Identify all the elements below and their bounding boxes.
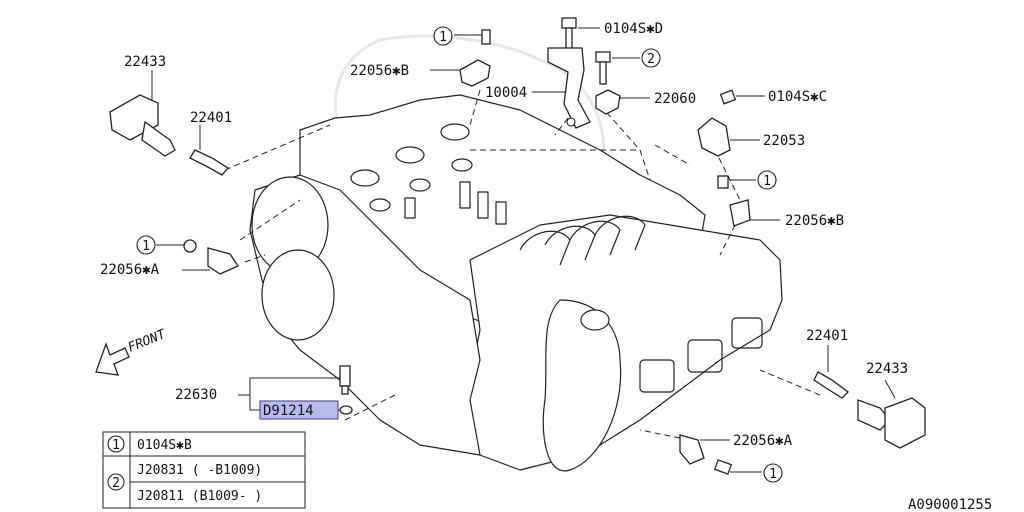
legend-key-1: 1 bbox=[107, 435, 125, 453]
label-bolt-d: 0104S✱D bbox=[604, 21, 663, 37]
legend-row-1-text: 0104S✱B bbox=[137, 438, 192, 453]
crank-sensor-left[interactable] bbox=[183, 239, 239, 275]
bolt-0104s-d[interactable] bbox=[561, 17, 577, 51]
cam-sensor-top[interactable] bbox=[459, 29, 491, 87]
label-coil-left: 22433 bbox=[124, 54, 166, 70]
side-ports bbox=[639, 317, 763, 393]
svg-text:D91214: D91214 bbox=[263, 403, 314, 419]
temp-sensor-22630[interactable] bbox=[339, 365, 351, 395]
svg-text:1: 1 bbox=[142, 239, 150, 254]
crank-sensor-right[interactable] bbox=[679, 434, 733, 475]
label-cam-sensor-top: 22056✱B bbox=[350, 63, 409, 79]
bushing-22060[interactable] bbox=[595, 89, 621, 115]
callout-circle-2-top: 2 bbox=[641, 48, 661, 68]
svg-text:1: 1 bbox=[112, 438, 120, 453]
bracket-10004[interactable] bbox=[547, 47, 591, 129]
legend-row-2-line-1: J20831 ( -B1009) bbox=[137, 463, 262, 478]
diagram-id: A090001255 bbox=[908, 497, 992, 512]
label-coil-right: 22433 bbox=[866, 361, 908, 377]
front-arrow: FRONT bbox=[95, 327, 169, 376]
callout-circle-1-bottom: 1 bbox=[763, 463, 783, 483]
label-bracket: 10004 bbox=[485, 85, 527, 101]
washer-d91214[interactable] bbox=[339, 405, 353, 415]
legend-key-2: 2 bbox=[107, 473, 125, 491]
svg-text:1: 1 bbox=[439, 30, 447, 45]
sensor-22053[interactable] bbox=[697, 117, 731, 157]
legend-table: 1 0104S✱B 2 J20831 ( -B1009) J20811 (B10… bbox=[102, 431, 306, 509]
label-plug-right: 22401 bbox=[806, 328, 848, 344]
solid-leaders bbox=[151, 27, 896, 473]
label-bushing: 22060 bbox=[654, 91, 696, 107]
legend-row-2-line-2: J20811 (B1009- ) bbox=[137, 489, 262, 504]
label-sensor-22053: 22053 bbox=[763, 133, 805, 149]
engine-block bbox=[249, 94, 783, 472]
label-cam-sensor-right: 22056✱B bbox=[785, 213, 844, 229]
label-temp-sensor: 22630 bbox=[175, 387, 217, 403]
cylinder-bores bbox=[350, 123, 473, 212]
front-label: FRONT bbox=[126, 327, 169, 356]
block-studs bbox=[404, 181, 507, 225]
callout-circle-1-top: 1 bbox=[433, 26, 453, 46]
svg-text:2: 2 bbox=[647, 52, 655, 67]
callout-circle-1-right: 1 bbox=[757, 170, 777, 190]
label-plug-left: 22401 bbox=[190, 110, 232, 126]
svg-text:1: 1 bbox=[769, 467, 777, 482]
spark-plug-right[interactable] bbox=[813, 371, 849, 399]
label-bolt-c: 0104S✱C bbox=[768, 89, 827, 105]
spark-plug-left[interactable] bbox=[189, 149, 229, 176]
bolt-callout-2[interactable] bbox=[595, 51, 611, 85]
bolt-0104s-c[interactable] bbox=[719, 89, 737, 105]
callout-circle-1-left: 1 bbox=[136, 235, 156, 255]
svg-text:1: 1 bbox=[763, 174, 771, 189]
ignition-coil-right[interactable] bbox=[857, 397, 926, 449]
label-crank-sensor-left: 22056✱A bbox=[100, 262, 160, 278]
svg-text:2: 2 bbox=[112, 476, 120, 491]
label-crank-sensor-right: 22056✱A bbox=[733, 433, 793, 449]
ignition-coil-left[interactable] bbox=[109, 94, 176, 157]
cam-sensor-right[interactable] bbox=[717, 175, 751, 227]
intake-runners bbox=[519, 215, 646, 266]
highlight-part-number[interactable]: D91214 bbox=[259, 400, 339, 420]
